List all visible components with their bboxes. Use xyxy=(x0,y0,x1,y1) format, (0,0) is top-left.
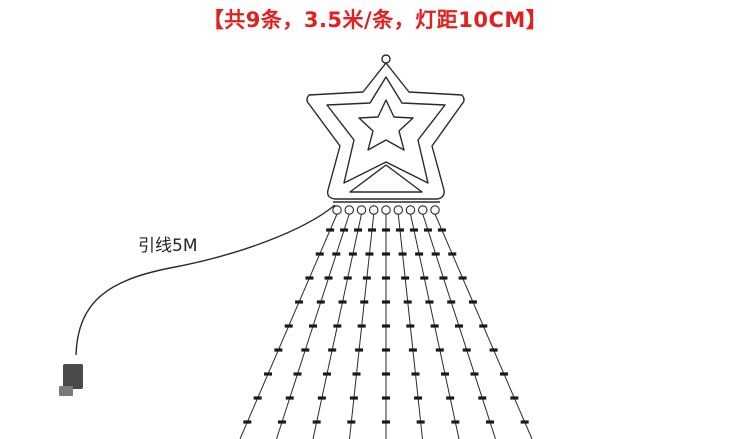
led-bulb xyxy=(499,372,508,376)
star-topper-icon xyxy=(306,54,465,203)
string-connector xyxy=(393,205,403,215)
led-bulb xyxy=(382,252,390,256)
string-connector xyxy=(405,205,416,215)
led-bulb xyxy=(355,348,364,352)
led-bulb xyxy=(316,300,325,304)
led-bulb xyxy=(382,276,390,280)
led-bulb xyxy=(479,324,488,328)
spec-title: 【共9条，3.5米/条，灯距10CM】 xyxy=(202,8,548,32)
led-bulb xyxy=(295,300,304,304)
led-bulb xyxy=(253,396,262,400)
led-bulb xyxy=(340,228,349,232)
led-bulb xyxy=(365,252,374,256)
led-bulb xyxy=(510,396,519,400)
led-bulb xyxy=(448,252,457,256)
led-bulb xyxy=(243,420,252,424)
led-bulb xyxy=(328,348,337,352)
led-bulb xyxy=(348,252,357,256)
light-strings xyxy=(239,205,533,439)
led-bulb xyxy=(395,228,404,232)
led-bulb xyxy=(333,324,342,328)
led-bulb xyxy=(439,276,448,280)
led-bulb xyxy=(489,348,498,352)
led-bulb xyxy=(274,348,283,352)
led-bulb xyxy=(315,252,324,256)
led-bulb xyxy=(447,300,456,304)
led-bulb xyxy=(382,372,390,376)
led-bulb xyxy=(414,396,423,400)
led-bulb xyxy=(305,276,314,280)
power-plug-icon xyxy=(59,364,83,396)
led-bulb xyxy=(415,252,424,256)
string-connector xyxy=(332,205,342,215)
string-connector xyxy=(381,205,391,215)
led-bulb xyxy=(312,420,321,424)
led-bulb xyxy=(293,372,302,376)
string-connector xyxy=(430,205,440,215)
led-bulb xyxy=(435,348,444,352)
led-bulb xyxy=(301,348,310,352)
led-bulb xyxy=(264,372,273,376)
string-connector xyxy=(368,205,379,215)
led-bulb xyxy=(285,396,294,400)
led-bulb xyxy=(357,324,366,328)
led-bulb xyxy=(382,324,390,328)
lead-wire xyxy=(75,204,336,356)
led-bulb xyxy=(284,324,293,328)
led-bulb xyxy=(360,300,369,304)
led-bulb xyxy=(382,228,390,232)
led-bulb xyxy=(332,252,341,256)
led-bulb xyxy=(409,228,418,232)
led-bulb xyxy=(431,252,440,256)
led-bulb xyxy=(277,420,286,424)
led-bulb xyxy=(326,228,335,232)
led-bulb xyxy=(462,348,471,352)
led-bulb xyxy=(352,372,361,376)
led-bulb xyxy=(446,396,455,400)
led-bulb xyxy=(470,372,479,376)
led-bulb xyxy=(347,420,356,424)
led-bulb xyxy=(468,300,477,304)
led-bulb xyxy=(401,276,410,280)
led-bulb xyxy=(398,252,407,256)
string-connector xyxy=(417,205,428,215)
led-bulb xyxy=(440,372,449,376)
led-bulb xyxy=(423,228,432,232)
led-bulb xyxy=(382,396,390,400)
led-bulb xyxy=(451,420,460,424)
lead-length-label: 引线5M xyxy=(138,236,198,256)
led-bulb xyxy=(324,276,333,280)
led-bulb xyxy=(382,420,390,424)
led-bulb xyxy=(408,348,417,352)
led-bulb xyxy=(425,300,434,304)
led-bulb xyxy=(309,324,318,328)
led-bulb xyxy=(349,396,358,400)
led-bulb xyxy=(406,324,415,328)
led-bulb xyxy=(416,420,425,424)
led-bulb xyxy=(382,300,390,304)
led-bulb xyxy=(520,420,529,424)
led-bulb xyxy=(437,228,446,232)
string-connector xyxy=(356,205,367,215)
led-bulb xyxy=(323,372,332,376)
led-bulb xyxy=(411,372,420,376)
led-bulb xyxy=(368,228,377,232)
led-bulb xyxy=(458,276,467,280)
led-bulb xyxy=(403,300,412,304)
led-bulb xyxy=(382,348,390,352)
led-bulb xyxy=(343,276,352,280)
string-connector xyxy=(344,205,354,215)
led-bulb xyxy=(420,276,429,280)
led-bulb xyxy=(317,396,326,400)
led-bulb xyxy=(454,324,463,328)
led-bulb xyxy=(354,228,363,232)
led-bulb xyxy=(430,324,439,328)
led-bulb xyxy=(338,300,347,304)
led-bulb xyxy=(362,276,371,280)
led-bulb xyxy=(478,396,487,400)
led-bulb xyxy=(486,420,495,424)
